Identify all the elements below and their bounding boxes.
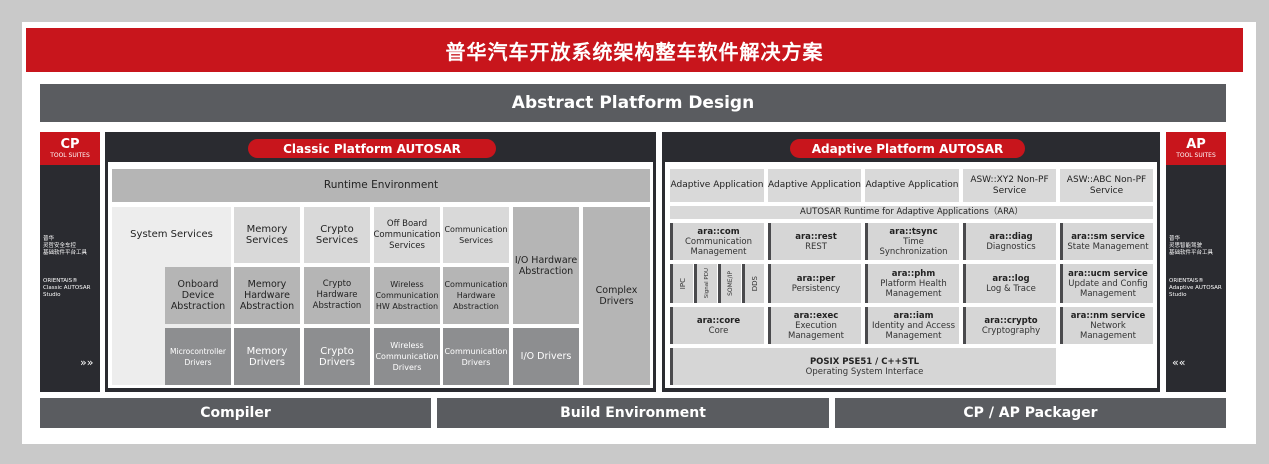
ap-side-text1: 普华 灵思智能驾驶 基础软件平台工具 xyxy=(1169,236,1214,256)
ara-nm-desc: Network Management xyxy=(1080,320,1136,341)
offboard-communication-services: Off Board Communication Services xyxy=(374,207,441,263)
ara-phm-name: ara::phm xyxy=(891,268,936,279)
signal-pdu-label: Signal PDU xyxy=(694,264,717,303)
communication-services: Communication Services xyxy=(443,207,509,263)
memory-services: Memory Services xyxy=(234,207,300,263)
ara-runtime: AUTOSAR Runtime for Adaptive Application… xyxy=(670,206,1153,219)
adaptive-app-1: Adaptive Application xyxy=(670,169,764,202)
ara-log-name: ara::log xyxy=(992,273,1030,284)
ap-side-head: AP TOOL SUITES xyxy=(1166,132,1226,165)
ap-side-title: AP xyxy=(1186,136,1206,152)
adaptive-title-pill: Adaptive Platform AUTOSAR xyxy=(790,139,1025,158)
memory-hardware-abstraction: Memory Hardware Abstraction xyxy=(234,267,300,324)
ara-diag-desc: Diagnostics xyxy=(986,241,1036,252)
cp-tool-suites: CP TOOL SUITES 普华 灵哲安全车控 基础软件平台工具 ORIENT… xyxy=(40,132,100,392)
ap-side-arrow-icon: «« xyxy=(1172,356,1186,369)
ara-ucm-desc: Update and Config Management xyxy=(1068,278,1148,299)
microcontroller-drivers: Microcontroller Drivers xyxy=(165,328,231,385)
ap-side-text2: ORIENTAIS® Adaptive AUTOSAR Studio xyxy=(1169,278,1222,298)
page-title: 普华汽车开放系统架构整车软件解决方案 xyxy=(26,28,1243,72)
ap-tool-suites: AP TOOL SUITES 普华 灵思智能驾驶 基础软件平台工具 ORIENT… xyxy=(1166,132,1226,392)
cp-side-arrow-icon: »» xyxy=(80,356,94,369)
crypto-drivers: Crypto Drivers xyxy=(304,328,370,385)
ara-com-name: ara::com xyxy=(697,226,740,237)
cp-side-text2: ORIENTAIS® Classic AUTOSAR Studio xyxy=(43,278,91,298)
posix-desc: Operating System Interface xyxy=(805,366,924,377)
ara-exec-name: ara::exec xyxy=(793,310,839,321)
ipc-label: IPC xyxy=(670,264,693,303)
ara-crypto-desc: Cryptography xyxy=(981,325,1041,336)
ap-side-subtitle: TOOL SUITES xyxy=(1176,151,1216,159)
cp-side-text1: 普华 灵哲安全车控 基础软件平台工具 xyxy=(43,236,88,256)
ara-tsync-desc: Time Synchronization xyxy=(879,236,948,257)
abstract-platform-bar: Abstract Platform Design xyxy=(40,84,1226,122)
communication-hardware-abstraction: Communication Hardware Abstraction xyxy=(443,267,509,324)
compiler-bar: Compiler xyxy=(40,398,431,428)
asw-abc-service: ASW::ABC Non-PF Service xyxy=(1060,169,1153,202)
dds-label: DDS xyxy=(742,264,764,303)
memory-drivers: Memory Drivers xyxy=(234,328,300,385)
ara-phm-desc: Platform Health Management xyxy=(880,278,947,299)
ara-sm-desc: State Management xyxy=(1067,241,1149,252)
build-environment-bar: Build Environment xyxy=(437,398,829,428)
ara-iam-name: ara::iam xyxy=(893,310,934,321)
complex-drivers: Complex Drivers xyxy=(583,207,650,385)
communication-drivers: Communication Drivers xyxy=(443,328,509,385)
ara-diag-name: ara::diag xyxy=(989,231,1033,242)
classic-runtime-environment: Runtime Environment xyxy=(112,169,650,202)
adaptive-app-2: Adaptive Application xyxy=(768,169,861,202)
ara-rest-desc: REST xyxy=(805,241,827,252)
cp-side-title: CP xyxy=(60,136,80,152)
wireless-communication-hw-abstraction: Wireless Communication HW Abstraction xyxy=(374,267,440,324)
ara-per-name: ara::per xyxy=(796,273,836,284)
wireless-communication-drivers: Wireless Communication Drivers xyxy=(374,328,440,385)
posix-name: POSIX PSE51 / C++STL xyxy=(809,356,920,367)
ara-core-name: ara::core xyxy=(696,315,741,326)
ara-core-desc: Core xyxy=(708,325,729,336)
cp-side-subtitle: TOOL SUITES xyxy=(50,151,90,159)
crypto-hardware-abstraction: Crypto Hardware Abstraction xyxy=(304,267,370,324)
ara-ucm-name: ara::ucm service xyxy=(1068,268,1148,279)
ara-sm-name: ara::sm service xyxy=(1071,231,1145,242)
classic-title-pill: Classic Platform AUTOSAR xyxy=(248,139,496,158)
asw-xy2-service: ASW::XY2 Non-PF Service xyxy=(963,169,1056,202)
cp-side-head: CP TOOL SUITES xyxy=(40,132,100,165)
onboard-device-abstraction: Onboard Device Abstraction xyxy=(165,267,231,324)
ara-per-desc: Persistency xyxy=(791,283,841,294)
packager-bar: CP / AP Packager xyxy=(835,398,1226,428)
io-hardware-abstraction: I/O Hardware Abstraction xyxy=(513,207,579,324)
ara-exec-desc: Execution Management xyxy=(788,320,844,341)
adaptive-app-3: Adaptive Application xyxy=(865,169,959,202)
ara-com-desc: Communication Management xyxy=(685,236,752,257)
crypto-services: Crypto Services xyxy=(304,207,370,263)
ara-nm-name: ara::nm service xyxy=(1070,310,1146,321)
ara-tsync-name: ara::tsync xyxy=(889,226,938,237)
ara-iam-desc: Identity and Access Management xyxy=(871,320,956,341)
ara-log-desc: Log & Trace xyxy=(986,283,1036,294)
someip-label: SOME/IP xyxy=(718,264,741,303)
io-drivers: I/O Drivers xyxy=(513,328,579,385)
ara-crypto-name: ara::crypto xyxy=(984,315,1038,326)
ara-rest-name: ara::rest xyxy=(795,231,837,242)
